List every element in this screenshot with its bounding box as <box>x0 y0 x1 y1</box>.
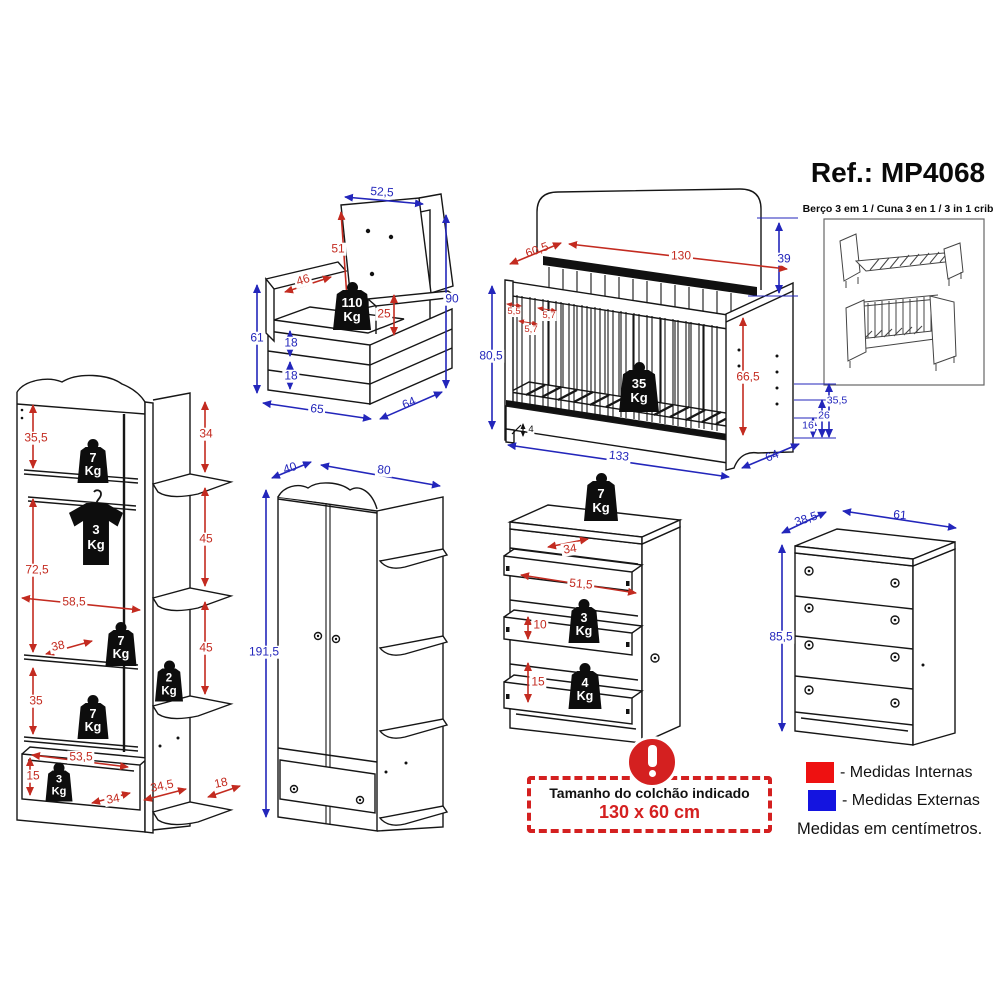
dim-changer-inner-a: 34 <box>560 540 580 557</box>
kg-unit: Kg <box>630 390 648 405</box>
shelf-side-weight-value: 2 <box>165 672 173 685</box>
dim-wardrobe-height: 191,5 <box>246 644 282 659</box>
legend-internal: - Medidas Internas <box>806 762 973 783</box>
dim-crib-inner-height: 66,5 <box>734 369 762 384</box>
dim-shelf-drawer-height: 15 <box>24 768 42 783</box>
armchair-weight-icon: 110 Kg <box>333 282 371 330</box>
dim-shelf-mid-gap: 35 <box>27 693 45 708</box>
internal-color-swatch <box>806 762 834 783</box>
dresser-drawing <box>794 528 956 746</box>
dim-armchair-shelf-b: 18 <box>282 368 300 383</box>
changer-low-weight-value: 4 <box>581 675 589 690</box>
exclamation-icon <box>626 736 678 788</box>
dim-crib-gap-a: 5,5 <box>506 306 522 318</box>
shirt-weight-value: 3 <box>92 522 100 538</box>
crib-weight-icon: 35 Kg <box>619 362 659 412</box>
changer-low-weight-icon: 4 Kg <box>568 663 602 709</box>
dim-armchair-back-height: 51 <box>329 241 347 256</box>
kg-unit: Kg <box>343 309 361 324</box>
kg-unit: Kg <box>84 720 102 734</box>
dim-armchair-height: 90 <box>443 291 461 306</box>
dim-crib-panel-height: 39 <box>775 251 793 266</box>
dimension-arrows-black <box>511 423 526 437</box>
shelf-top-weight-value: 7 <box>89 450 97 465</box>
shelf-low-weight-value: 7 <box>89 706 97 721</box>
kg-unit: Kg <box>592 500 610 515</box>
page-title: Ref.: MP4068 <box>810 157 986 188</box>
dim-crib-inner-length: 130 <box>668 248 694 263</box>
dim-wardrobe-width: 80 <box>374 462 394 478</box>
dim-crib-level-b: 26 <box>817 409 831 422</box>
dim-crib-level-a: 35,5 <box>825 394 849 407</box>
dim-crib-gap-b: 5,7 <box>541 310 557 322</box>
dim-dresser-width: 61 <box>892 507 908 523</box>
dim-shelf-side-gap-mid: 45 <box>197 531 215 546</box>
changer-top-weight-value: 7 <box>597 485 605 501</box>
kg-unit: Kg <box>112 647 130 661</box>
dim-changer-inner-b: 51,5 <box>566 575 596 592</box>
changer-top-weight-icon: 7 Kg <box>584 473 618 521</box>
dim-changer-gap-a: 10 <box>531 617 549 632</box>
dim-shelf-drawer-depth: 34 <box>103 790 123 807</box>
units-note: Medidas em centímetros. <box>797 820 983 838</box>
kg-unit: Kg <box>51 785 67 797</box>
armchair-weight-value: 110 <box>341 294 363 310</box>
dim-crib-length: 133 <box>606 447 632 464</box>
dim-shelf-hang-height: 72,5 <box>23 562 51 577</box>
wardrobe-drawing <box>277 482 449 832</box>
dim-changer-gap-b: 15 <box>529 674 547 689</box>
changer-mid-weight-value: 3 <box>580 610 588 625</box>
crib-weight-value: 35 <box>631 375 647 391</box>
external-color-swatch <box>808 790 836 811</box>
shelf-side-weight-icon: 2 Kg <box>155 660 183 702</box>
dim-crib-level-c: 16 <box>801 419 815 432</box>
legend-external: - Medidas Externas <box>808 790 980 811</box>
kg-unit: Kg <box>576 689 594 703</box>
dim-armchair-width: 65 <box>307 401 327 417</box>
shelf-drawer-weight-icon: 3 Kg <box>45 762 73 802</box>
dim-shelf-drawer-width: 53,5 <box>67 749 95 764</box>
dim-dresser-height: 85,5 <box>767 629 795 644</box>
dim-armchair-top-width: 52,5 <box>367 183 397 200</box>
shelf-mid-weight-value: 7 <box>117 633 125 648</box>
kg-unit: Kg <box>575 624 593 638</box>
dim-crib-gap-c: 5,7 <box>523 324 539 336</box>
dim-shelf-side-gap-low: 45 <box>197 640 215 655</box>
kg-unit: Kg <box>84 464 102 478</box>
legend-internal-label: - Medidas Internas <box>840 763 973 781</box>
mattress-size-text: 130 x 60 cm <box>598 802 701 822</box>
dim-shelf-top-gap: 35,5 <box>22 430 50 445</box>
shelf-mid-weight-icon: 7 Kg <box>105 622 137 666</box>
dim-armchair-base-height: 61 <box>248 330 266 345</box>
dim-armchair-arm-height: 25 <box>375 306 393 321</box>
dim-armchair-shelf-a: 18 <box>282 335 300 350</box>
dim-shelf-inner-width: 58,5 <box>60 594 88 609</box>
mattress-warning-text: Tamanho do colchão indicado <box>549 785 750 801</box>
crib-drawing <box>504 188 794 471</box>
legend-external-label: - Medidas Externas <box>842 791 980 809</box>
shelf-low-weight-icon: 7 Kg <box>77 695 109 739</box>
dim-crib-clearance: 4 <box>527 424 535 436</box>
dim-crib-height: 80,5 <box>477 348 505 363</box>
dimension-arrows-blue <box>253 193 957 818</box>
dim-shelf-side-gap-top: 34 <box>197 426 215 441</box>
mattress-warning-box: Tamanho do colchão indicado 130 x 60 cm <box>527 776 772 833</box>
kg-unit: Kg <box>161 685 177 697</box>
shelf-top-weight-icon: 7 Kg <box>77 439 109 483</box>
kg-unit: Kg <box>87 537 105 552</box>
inset-caption: Berço 3 em 1 / Cuna 3 en 1 / 3 in 1 crib <box>802 203 994 215</box>
inset-thumbnails <box>823 218 985 386</box>
changer-mid-weight-icon: 3 Kg <box>568 599 600 643</box>
shelf-drawer-weight-value: 3 <box>55 773 63 786</box>
